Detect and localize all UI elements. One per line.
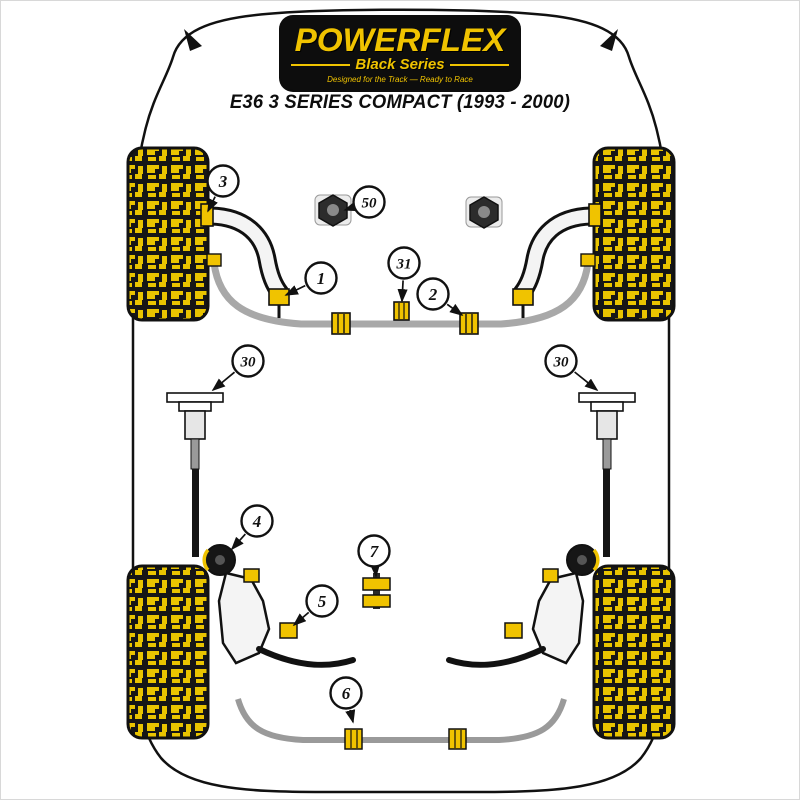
callout-arrow <box>284 284 306 296</box>
callout-bubble <box>357 534 391 568</box>
callout-number: 3 <box>218 172 228 191</box>
strut-mount-right <box>465 196 503 229</box>
series-badge: Black Series <box>291 57 509 73</box>
callout-arrow <box>230 533 246 551</box>
callout-number: 6 <box>342 684 351 703</box>
callout-number: 5 <box>318 592 327 611</box>
rear-shock-right <box>578 392 636 557</box>
callout-1: 1 <box>284 261 338 296</box>
callout-3: 3 <box>206 164 240 213</box>
callout-arrow <box>343 201 358 212</box>
callout-arrow <box>446 303 464 316</box>
tire-rear-left <box>126 564 210 740</box>
series-label: Black Series <box>355 56 445 73</box>
callout-bubble <box>206 164 240 198</box>
callout-bubble <box>231 344 265 378</box>
callout-bubble <box>544 344 578 378</box>
callout-bubble <box>240 504 274 538</box>
brand-wordmark: POWERFLEX <box>294 22 506 58</box>
callout-30: 30 <box>211 344 265 392</box>
callout-number: 4 <box>252 512 262 531</box>
tagline: Designed for the Track — Ready to Race <box>327 75 473 84</box>
callout-50: 50 <box>343 185 386 219</box>
strut-mount-left <box>314 194 352 227</box>
callout-arrow <box>207 196 218 213</box>
callout-5: 5 <box>292 584 339 627</box>
callout-number: 1 <box>317 269 326 288</box>
callout-bubble <box>329 676 363 710</box>
front-right-control-arm <box>512 203 602 318</box>
callout-2: 2 <box>416 277 464 316</box>
callout-bubble <box>352 185 386 219</box>
front-right-wedge <box>600 29 618 51</box>
callout-number: 2 <box>428 285 438 304</box>
callout-bubble <box>305 584 339 618</box>
tire-rear-right <box>592 564 676 740</box>
callout-bubble <box>387 246 421 280</box>
callout-arrow <box>211 371 236 392</box>
front-anti-roll-bar <box>206 253 596 328</box>
callout-number: 30 <box>240 354 257 370</box>
callout-bubble <box>304 261 338 295</box>
callout-7: 7 <box>357 534 391 578</box>
front-bar-bushing-right <box>459 312 479 335</box>
page-title: E36 3 SERIES COMPACT (1993 - 2000) <box>229 92 571 113</box>
tire-front-left <box>126 146 210 322</box>
callout-number: 31 <box>396 256 412 272</box>
callout-30: 30 <box>544 344 599 392</box>
callout-31: 31 <box>387 246 421 303</box>
front-left-control-arm <box>200 203 290 318</box>
callout-arrow <box>369 563 381 578</box>
front-left-wedge <box>184 29 202 51</box>
callout-arrow <box>292 611 310 627</box>
callout-number: 7 <box>370 542 380 561</box>
rear-right-trailing-arm <box>446 544 600 668</box>
callout-arrow <box>345 709 356 724</box>
car-body-outline <box>131 8 671 794</box>
callout-6: 6 <box>329 676 363 724</box>
callout-bubble <box>416 277 450 311</box>
tire-front-right <box>592 146 676 322</box>
front-bar-center-bushing <box>393 301 410 321</box>
front-bar-bushing-left <box>331 312 351 335</box>
callout-number: 50 <box>362 195 378 211</box>
rear-shock-left <box>166 392 224 557</box>
callout-arrow <box>574 371 599 392</box>
center-rear-bushing <box>362 573 391 609</box>
powerflex-logo: POWERFLEX Black Series Designed for the … <box>281 17 519 90</box>
callout-4: 4 <box>230 504 274 551</box>
callout-number: 30 <box>553 354 570 370</box>
rear-anti-roll-bar <box>235 698 567 750</box>
rear-left-trailing-arm <box>202 544 356 668</box>
callout-arrow <box>397 280 408 303</box>
